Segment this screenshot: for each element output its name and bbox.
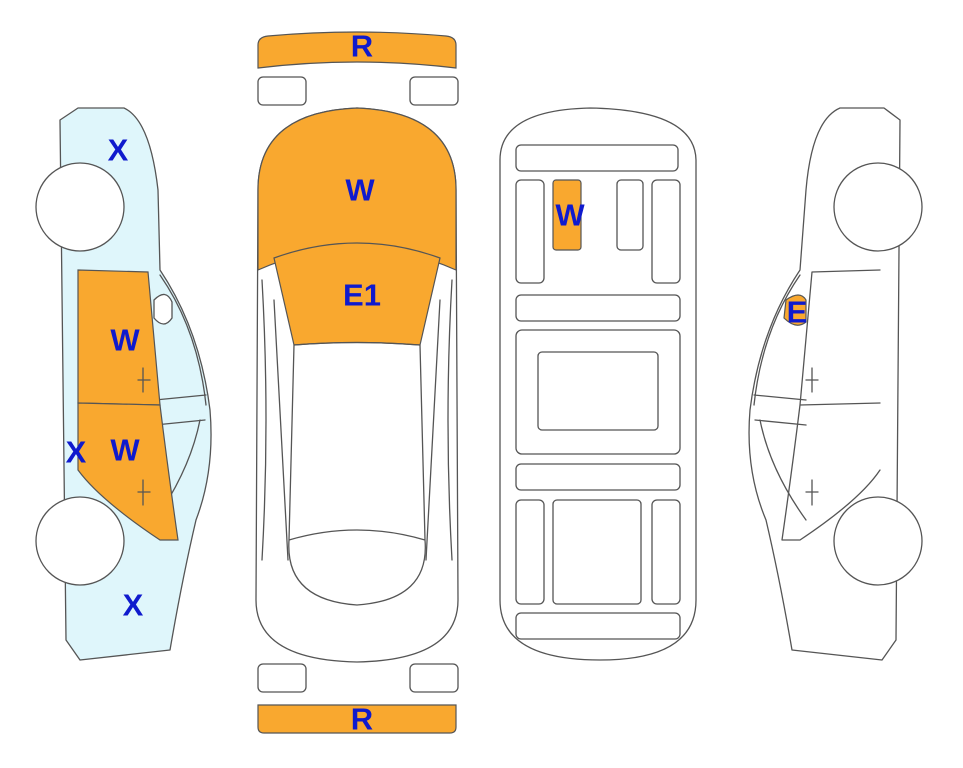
underbody-view [499, 107, 697, 661]
left-side-window-line [154, 274, 207, 521]
right-rear-wheel [833, 162, 923, 252]
left-door-handle-1 [137, 367, 151, 393]
left-rear-wheel [35, 162, 125, 252]
right-door-handle-2 [805, 479, 819, 506]
rear-bumper[interactable] [257, 31, 457, 69]
front-bumper[interactable] [257, 704, 457, 734]
rear-left-light [257, 76, 307, 106]
left-side-view [35, 107, 212, 661]
underbody-panel-bl [515, 499, 545, 605]
top-side-lines [261, 279, 453, 561]
right-door-handle-1 [805, 367, 819, 393]
right-door-lines [781, 269, 881, 541]
underbody-panel-bar1 [515, 294, 681, 322]
underbody-panel-mid [616, 179, 644, 251]
code-hood: W [345, 173, 375, 208]
right-front-wheel [833, 496, 923, 586]
underbody-panel-bottom [515, 612, 681, 640]
left-door-handle-2 [137, 479, 151, 506]
underbody-panel-bar2 [515, 463, 681, 491]
left-mirror [153, 293, 173, 325]
underbody-panel-left [515, 179, 545, 284]
right-side-window-line [753, 274, 807, 521]
code-left-rear-fender: X [108, 133, 129, 168]
underbody-panel-right [651, 179, 681, 284]
code-left-rear-door: W [110, 323, 140, 358]
underbody-panel-inner [537, 351, 659, 431]
code-windshield: E1 [343, 278, 381, 313]
right-side-body [748, 107, 901, 661]
code-rear-bumper: R [351, 29, 373, 64]
code-left-front-door: W [110, 433, 140, 468]
right-side-view [748, 107, 923, 661]
underbody-panel-bc [552, 499, 642, 605]
roof-panel [288, 341, 426, 606]
code-left-front-fender: X [123, 588, 144, 623]
code-roof: W [555, 198, 585, 233]
code-left-panel-edge: X [66, 435, 87, 470]
front-right-light [409, 663, 459, 693]
code-front-bumper: R [351, 702, 373, 737]
right-front-glass[interactable] [783, 294, 807, 326]
underbody-panel-top [515, 144, 679, 172]
underbody-panel-br [651, 499, 681, 605]
code-right-front-glass: E [787, 295, 808, 330]
top-view [255, 31, 459, 734]
left-rear-door[interactable] [77, 402, 179, 541]
underbody-outline [499, 107, 697, 661]
underbody-roof-w[interactable] [552, 179, 582, 251]
left-front-wheel [35, 496, 125, 586]
rear-right-light [409, 76, 459, 106]
damage-code-labels: R W E1 W X W X W X E R [66, 29, 808, 737]
front-left-light [257, 663, 307, 693]
